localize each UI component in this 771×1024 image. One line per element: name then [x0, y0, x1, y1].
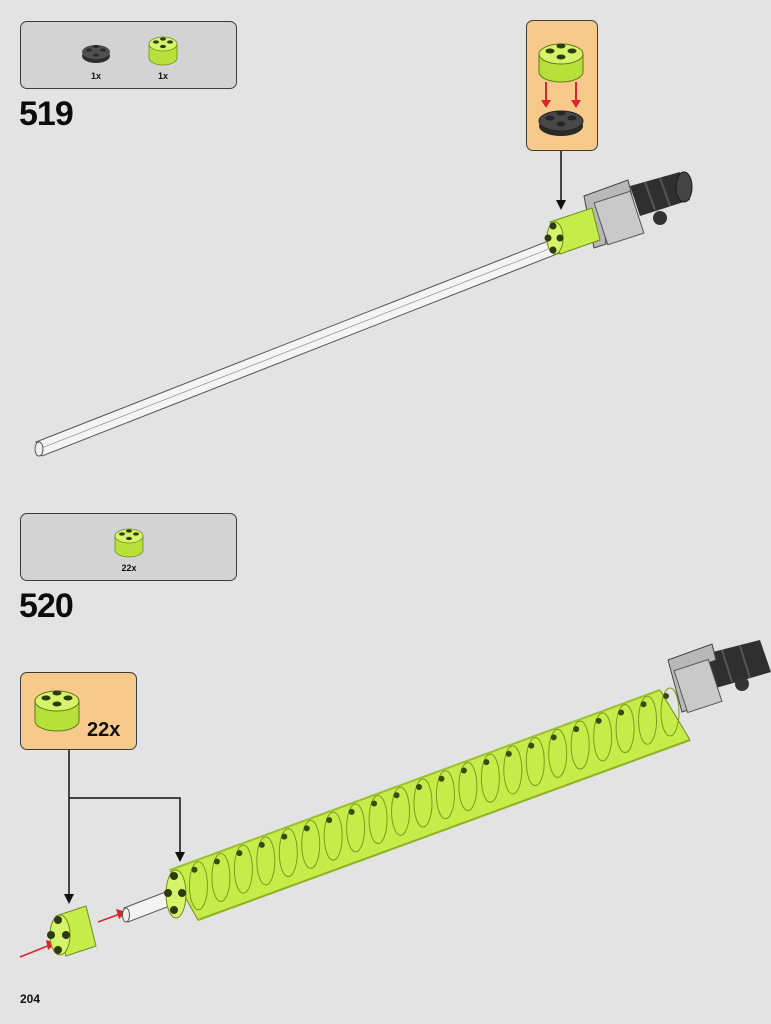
parts-qty: 1x — [90, 71, 101, 81]
brick-segment — [458, 761, 478, 811]
brick-segment — [660, 687, 680, 737]
callout-520: 22x — [20, 672, 137, 750]
brick-segment — [256, 836, 276, 886]
brick-segment — [525, 737, 545, 787]
brick-segment — [548, 728, 568, 778]
brick-segment — [368, 795, 388, 845]
brick-stud — [393, 792, 400, 799]
brick-stud — [460, 767, 467, 774]
brick-stud — [236, 850, 243, 857]
parts-qty: 22x — [121, 563, 137, 573]
brick-segment — [480, 753, 500, 803]
step-number-519: 519 — [19, 95, 74, 133]
brick-stud — [550, 734, 557, 741]
brick-segment — [503, 745, 523, 795]
page-number: 204 — [20, 992, 41, 1006]
brick-stud — [348, 808, 355, 815]
brick-segment — [435, 770, 455, 820]
brick-stud — [281, 833, 288, 840]
hilt-assembly-icon — [667, 640, 771, 714]
brick-stud — [258, 841, 265, 848]
callout-qty: 22x — [87, 719, 121, 741]
brick-segment — [346, 803, 366, 853]
brick-segment — [615, 704, 635, 754]
brick-segment — [391, 786, 411, 836]
parts-item-dark-plate: 1x — [76, 34, 116, 81]
brick-segment — [301, 819, 321, 869]
lime-brick-column-icon — [164, 689, 691, 921]
round-brick-onto-plate-icon — [538, 43, 584, 136]
brick-stud — [573, 726, 580, 733]
brick-stud — [213, 858, 220, 865]
hilt-assembly-icon — [544, 171, 693, 255]
brick-segment — [593, 712, 613, 762]
brick-segment — [211, 852, 231, 902]
brick-stud — [303, 825, 310, 832]
brick-segment — [570, 720, 590, 770]
brick-stud — [326, 817, 333, 824]
step-number-520: 520 — [19, 587, 74, 625]
parts-list-520: 22x — [20, 513, 237, 581]
brick-segment — [413, 778, 433, 828]
brick-stud — [483, 759, 490, 766]
brick-stud — [371, 800, 378, 807]
loose-lime-brick-icon — [47, 905, 97, 957]
brick-stud — [416, 784, 422, 790]
brick-stud — [505, 750, 512, 757]
brick-stud — [191, 866, 198, 873]
lime-round-brick-icon — [114, 528, 144, 558]
brick-stud — [438, 775, 445, 782]
callout-519 — [526, 20, 598, 151]
long-axle-icon — [34, 237, 563, 457]
brick-stud — [595, 717, 602, 724]
brick-stud — [640, 701, 647, 708]
brick-stud — [618, 709, 625, 716]
lime-round-brick-icon — [34, 690, 80, 732]
brick-segment — [188, 861, 208, 911]
brick-segment — [323, 811, 343, 861]
lime-round-brick-icon — [148, 36, 178, 66]
parts-list-519: 1x 1x — [20, 21, 237, 89]
parts-item-lime-brick: 22x — [109, 522, 149, 573]
parts-item-lime-brick: 1x — [143, 30, 183, 81]
brick-stud — [663, 693, 669, 699]
dark-gray-round-plate-icon — [82, 44, 110, 63]
step-519-assembly-illustration — [34, 151, 693, 457]
parts-qty: 1x — [157, 71, 168, 81]
brick-stud — [528, 742, 535, 749]
brick-segment — [638, 695, 658, 745]
brick-segment — [233, 844, 253, 894]
brick-segment — [278, 828, 298, 878]
